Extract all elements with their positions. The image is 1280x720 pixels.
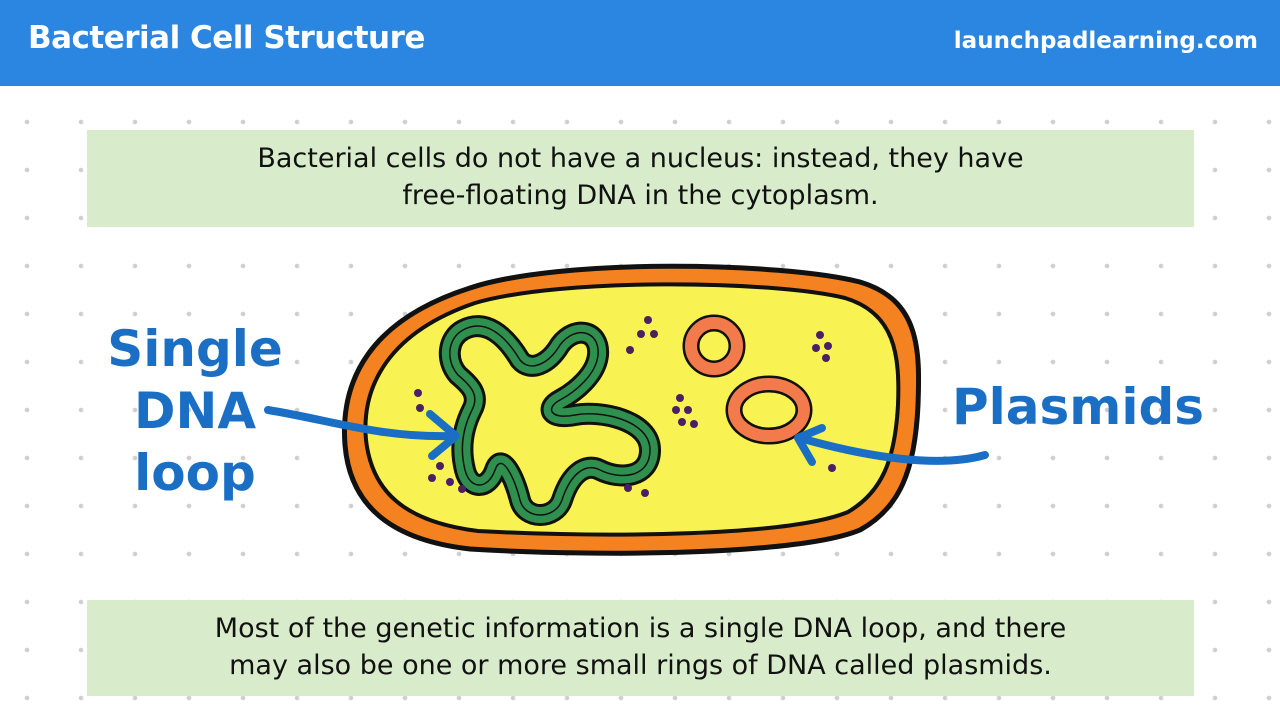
label-plasmids: Plasmids [951, 378, 1205, 436]
label-dna-line-3: loop [134, 444, 256, 502]
cytoplasm [363, 282, 901, 537]
label-dna-line-2: DNA [133, 382, 257, 440]
page-title: Bacterial Cell Structure [28, 20, 425, 56]
dna-loop [438, 315, 661, 526]
ribosomes [414, 316, 836, 497]
note-top-line-1: Bacterial cells do not have a nucleus: i… [257, 143, 1024, 174]
header-bar: Bacterial Cell Structure launchpadlearni… [0, 0, 1280, 86]
plasmid-1 [682, 314, 746, 378]
note-bottom: Most of the genetic information is a sin… [87, 600, 1194, 696]
arrow-to-dna-loop [264, 406, 460, 460]
plasmid-2 [725, 375, 813, 445]
note-bottom-line-2: may also be one or more small rings of D… [229, 650, 1052, 681]
note-bottom-line-1: Most of the genetic information is a sin… [214, 613, 1067, 644]
arrow-to-plasmids [794, 424, 989, 466]
note-top: Bacterial cells do not have a nucleus: i… [87, 130, 1194, 227]
label-dna-line-1: Single [107, 320, 283, 378]
site-link[interactable]: launchpadlearning.com [953, 28, 1258, 54]
note-top-line-2: free-floating DNA in the cytoplasm. [402, 180, 879, 211]
label-single-dna-loop: Single DNA loop [100, 318, 290, 504]
